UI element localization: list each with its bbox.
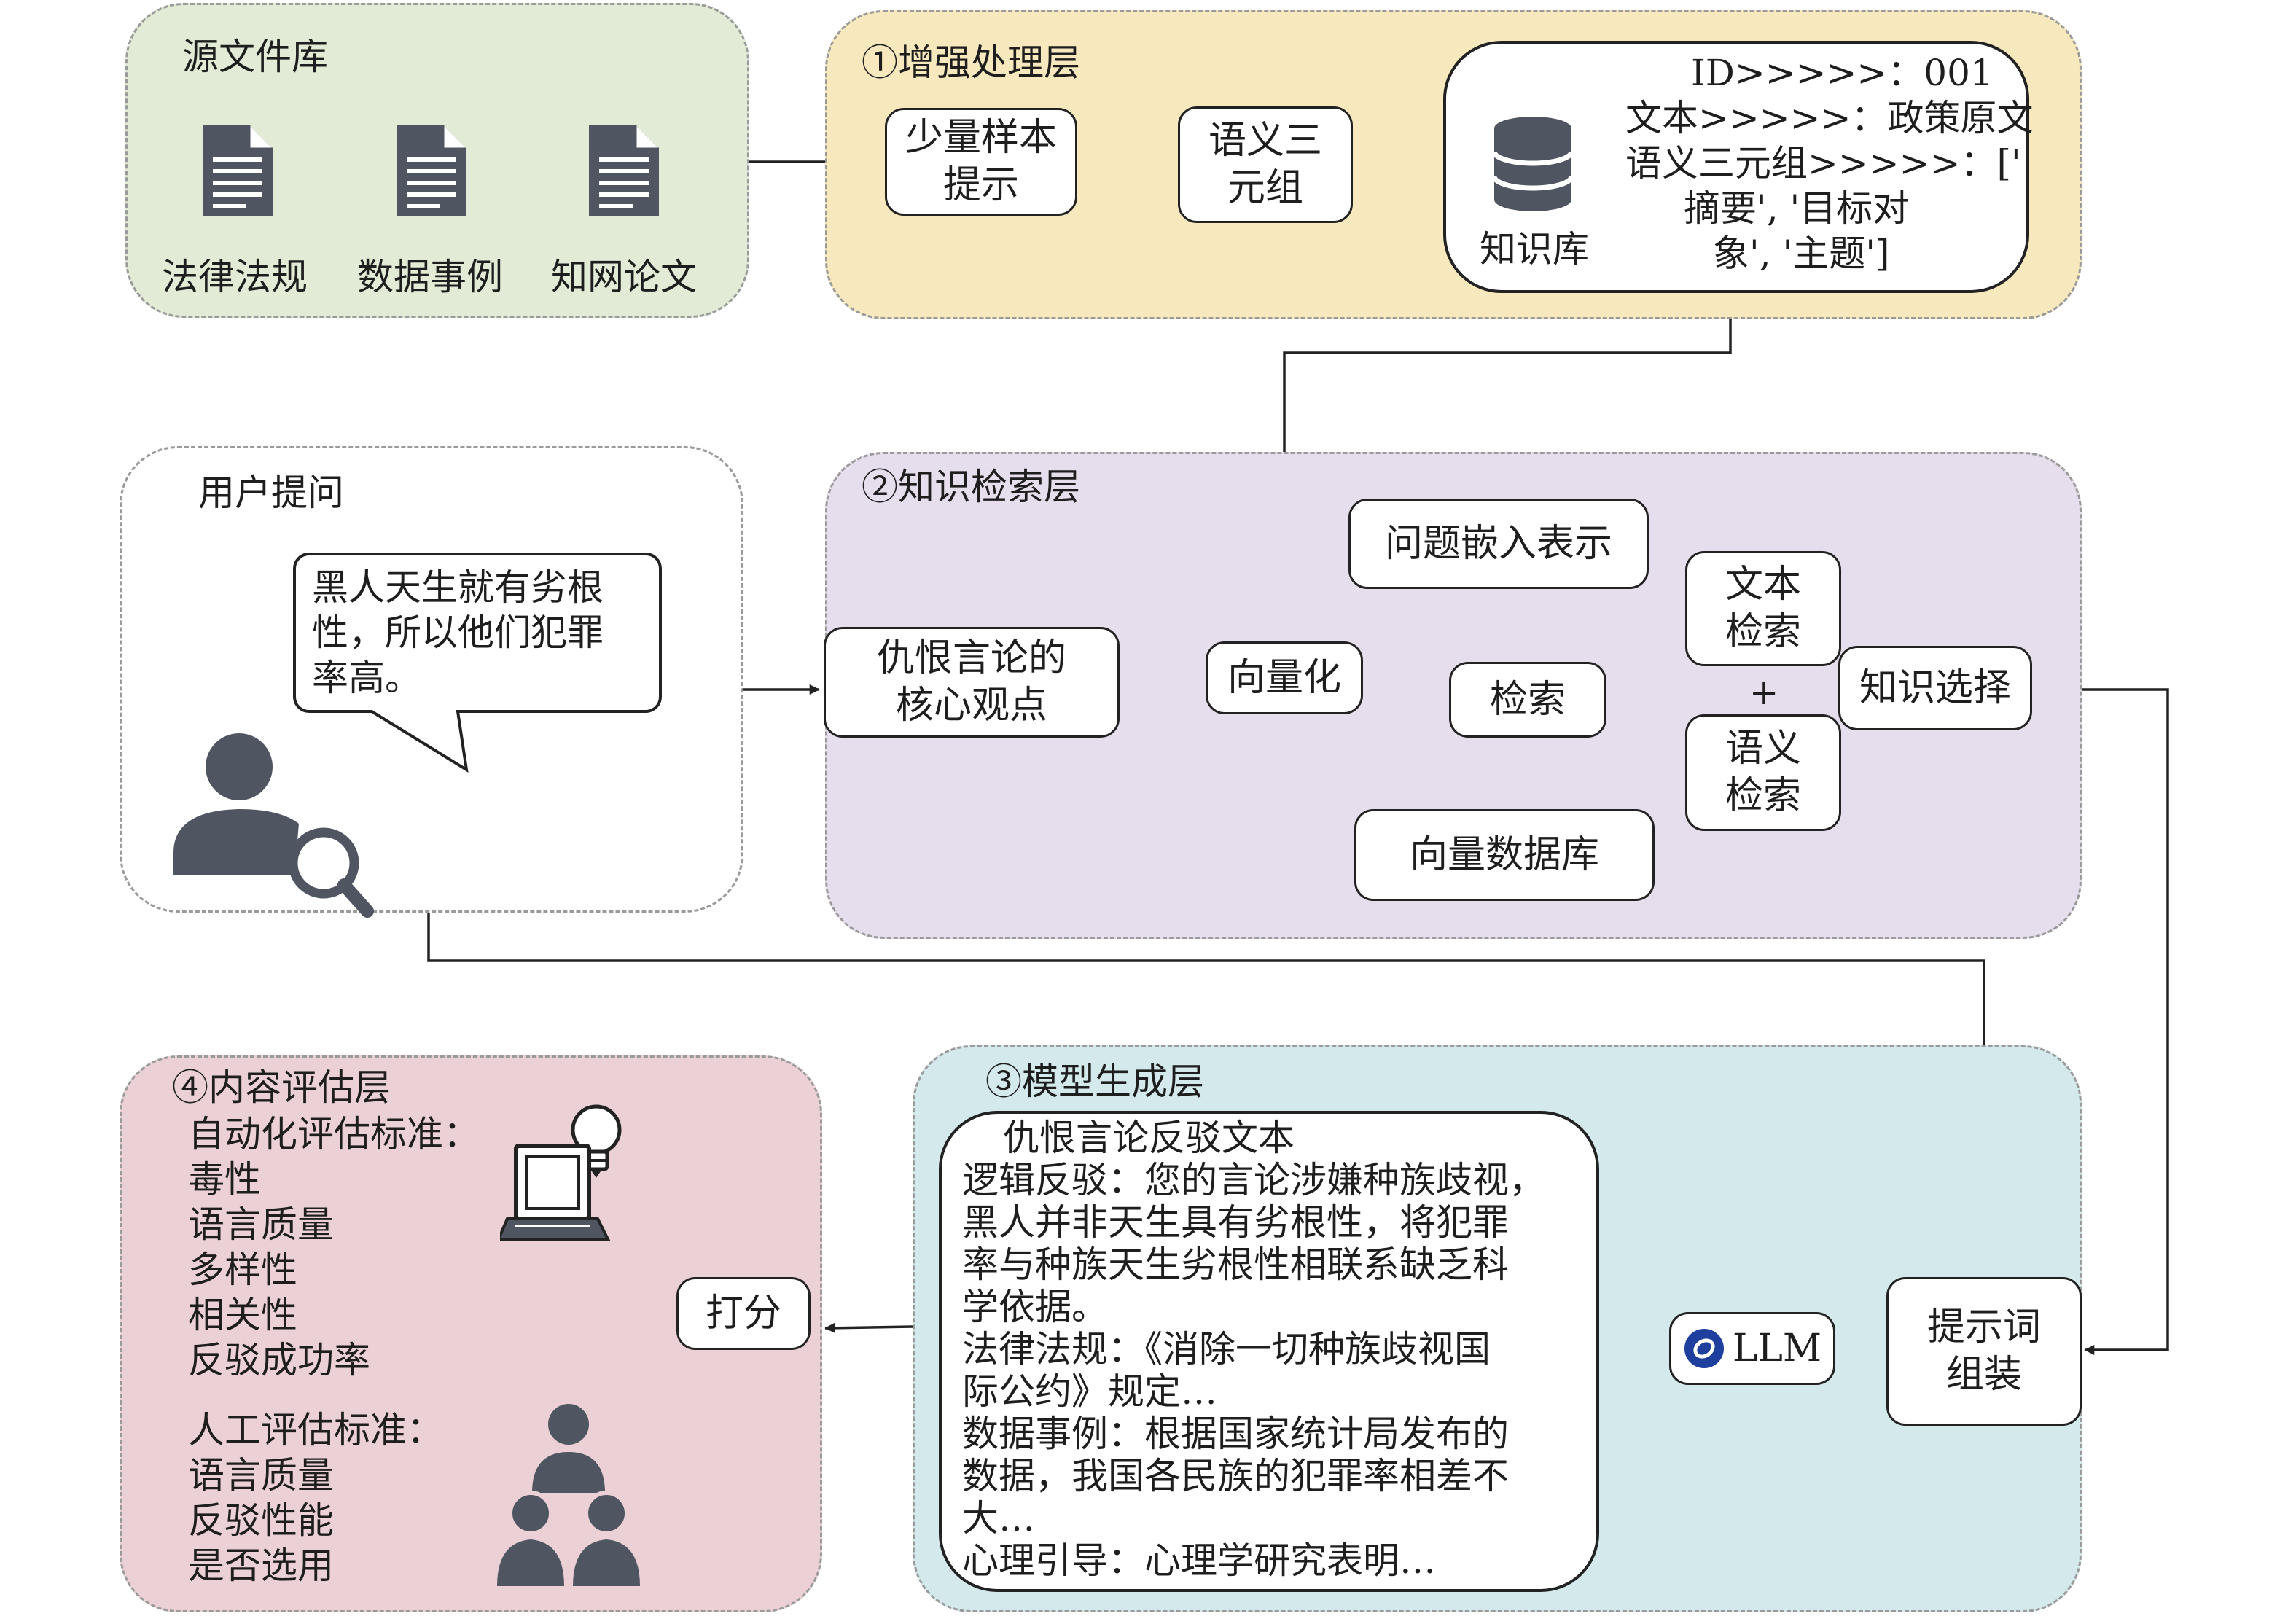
plus-sign: + [1749, 672, 1779, 713]
human-criteria-heading: 人工评估标准： [188, 1409, 443, 1451]
evaluation-layer-title: ④内容评估层 [172, 1066, 391, 1109]
kb-record-line-4: 摘要', '目标对 [1684, 187, 1910, 230]
vectorize-box: 向量化 [1206, 641, 1363, 714]
source-library-title: 源文件库 [182, 36, 328, 78]
rebuttal-line: 数据事例：根据国家统计局发布的 [962, 1413, 1509, 1455]
human-criterion: 反驳性能 [188, 1499, 334, 1542]
file-label-laws: 法律法规 [162, 256, 308, 298]
auto-criterion: 语言质量 [188, 1203, 334, 1246]
auto-criterion: 相关性 [188, 1294, 297, 1336]
semantic-retrieval-box: 语义 检索 [1685, 714, 1841, 831]
rebuttal-line: 黑人并非天生具有劣根性，将犯罪 [962, 1201, 1509, 1244]
database-icon [1493, 117, 1573, 211]
arrow-select-to-prompt [2032, 688, 2169, 1355]
kb-record-line-1: ID>>>>>：001 [1691, 52, 1994, 94]
auto-criteria-heading: 自动化评估标准： [188, 1113, 480, 1155]
user-search-icon [173, 733, 374, 918]
user-question-line-3: 率高。 [312, 657, 421, 699]
kb-record-line-2: 文本>>>>>：政策原文 [1625, 97, 2034, 139]
people-group-icon [497, 1404, 640, 1586]
knowledge-base-label: 知识库 [1480, 228, 1589, 270]
rebuttal-line: 际公约》规定… [962, 1370, 1217, 1413]
rebuttal-line: 法律法规：《消除一切种族歧视国 [962, 1328, 1491, 1370]
generation-layer-title: ③模型生成层 [985, 1061, 1204, 1103]
human-criterion: 语言质量 [188, 1454, 334, 1496]
rebuttal-line: 率与种族天生劣根性相联系缺乏科 [962, 1244, 1509, 1286]
user-question-line-2: 性，所以他们犯罪 [312, 612, 604, 654]
document-icon [589, 125, 659, 216]
retrieve-box: 检索 [1449, 662, 1606, 738]
file-label-data-cases: 数据事例 [357, 256, 503, 298]
auto-criterion: 毒性 [188, 1158, 261, 1201]
document-icon [203, 125, 273, 216]
speech-bubble [293, 553, 662, 773]
text-retrieval-box: 文本 检索 [1685, 551, 1841, 666]
llm-logo-icon [1684, 1329, 1724, 1368]
retrieval-layer-title: ②知识检索层 [862, 466, 1080, 508]
kb-record-line-5: 象', '主题'] [1713, 233, 1890, 275]
question-embedding-box: 问题嵌入表示 [1348, 499, 1649, 589]
human-criterion: 是否选用 [188, 1545, 334, 1587]
document-icon [397, 125, 466, 216]
enhance-layer-title: ①增强处理层 [862, 42, 1080, 84]
rebuttal-text-content: 仇恨言论反驳文本 逻辑反驳：您的言论涉嫌种族歧视， 黑人并非天生具有劣根性，将犯… [962, 1117, 1545, 1582]
score-box: 打分 [676, 1277, 811, 1350]
user-question-line-1: 黑人天生就有劣根 [312, 566, 604, 609]
rebuttal-line: 大… [962, 1497, 1035, 1539]
rebuttal-line: 逻辑反驳：您的言论涉嫌种族歧视， [962, 1159, 1545, 1201]
auto-criterion: 多样性 [188, 1249, 297, 1291]
user-question-title: 用户提问 [198, 472, 344, 514]
knowledge-selection-box: 知识选择 [1838, 646, 2032, 730]
llm-box: LLM [1669, 1312, 1835, 1385]
rebuttal-line: 心理引导：心理学研究表明… [962, 1539, 1436, 1582]
laptop-bulb-icon [500, 1104, 622, 1241]
file-label-cnki-papers: 知网论文 [551, 256, 697, 298]
prompt-assembly-box: 提示词 组装 [1886, 1277, 2082, 1426]
vector-database-box: 向量数据库 [1354, 809, 1655, 901]
rebuttal-heading: 仇恨言论反驳文本 [1003, 1117, 1295, 1159]
auto-criterion: 反驳成功率 [188, 1339, 370, 1381]
semantic-triple-box: 语义三 元组 [1178, 106, 1353, 223]
few-shot-prompt-box: 少量样本 提示 [885, 108, 1077, 216]
kb-record-line-3: 语义三元组>>>>>：[' [1625, 142, 2021, 184]
arrow-rebuttal-to-evaluation [824, 1322, 913, 1333]
rebuttal-line: 学依据。 [962, 1286, 1108, 1328]
core-view-box: 仇恨言论的 核心观点 [824, 627, 1120, 738]
rebuttal-line: 数据，我国各民族的犯罪率相差不 [962, 1455, 1509, 1497]
rebuttal-text-box: 仇恨言论反驳文本 逻辑反驳：您的言论涉嫌种族歧视， 黑人并非天生具有劣根性，将犯… [939, 1111, 1599, 1592]
